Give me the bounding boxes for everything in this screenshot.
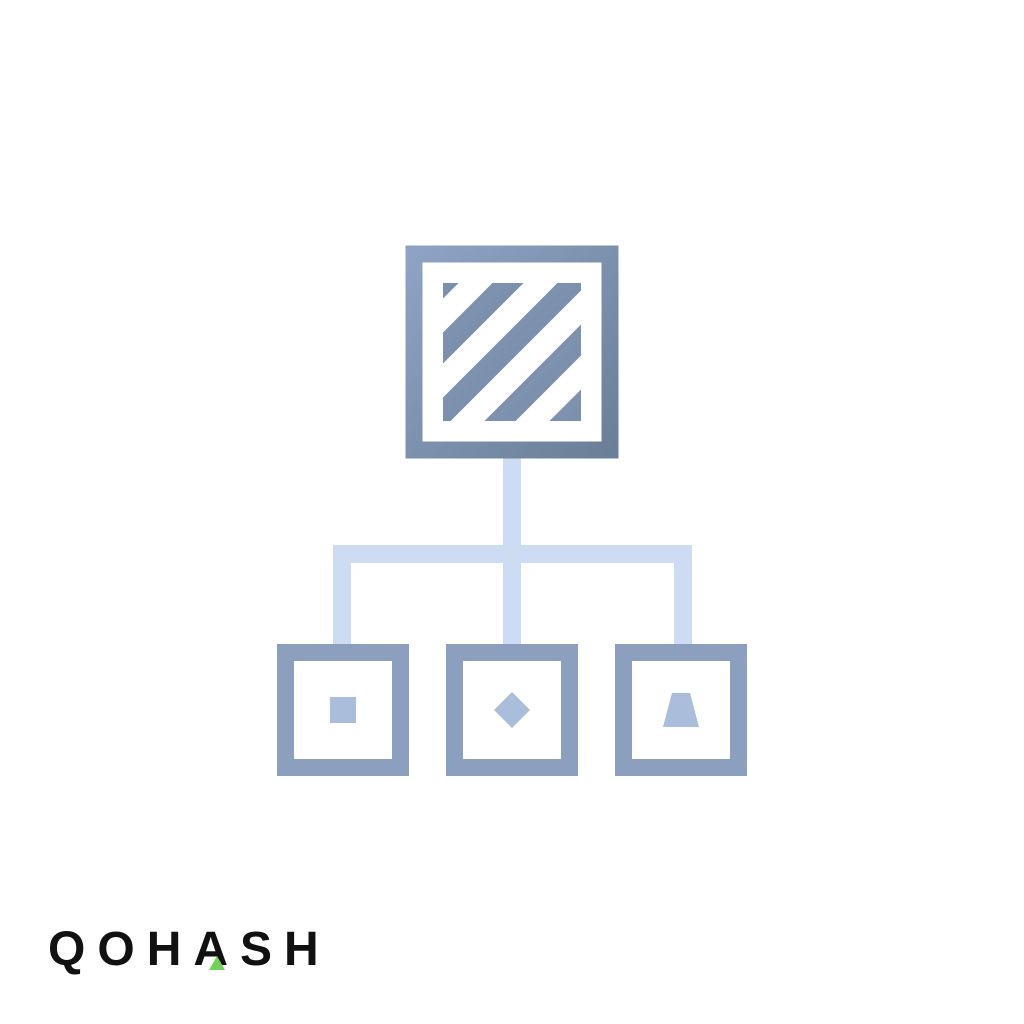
child-node-triangle xyxy=(615,644,747,776)
logo-letter-accent: A xyxy=(193,920,240,980)
logo-letter: H xyxy=(146,923,194,976)
child-frame xyxy=(277,644,409,776)
logo-letter: S xyxy=(240,923,285,976)
brand-logo: QOHASH xyxy=(48,920,331,980)
diamond-icon xyxy=(494,692,530,728)
diagonal-stripes-icon xyxy=(443,283,581,421)
connector-lines xyxy=(333,458,692,645)
root-frame xyxy=(405,245,619,459)
logo-letter: O xyxy=(97,923,147,976)
logo-letter: H xyxy=(284,923,331,976)
square-icon xyxy=(330,697,356,723)
child-node-diamond xyxy=(446,644,578,776)
child-node-square xyxy=(277,644,409,776)
child-frame xyxy=(446,644,578,776)
root-node xyxy=(405,245,619,459)
child-frame xyxy=(615,644,747,776)
logo-letter: Q xyxy=(48,923,98,976)
triangle-icon xyxy=(663,693,699,727)
